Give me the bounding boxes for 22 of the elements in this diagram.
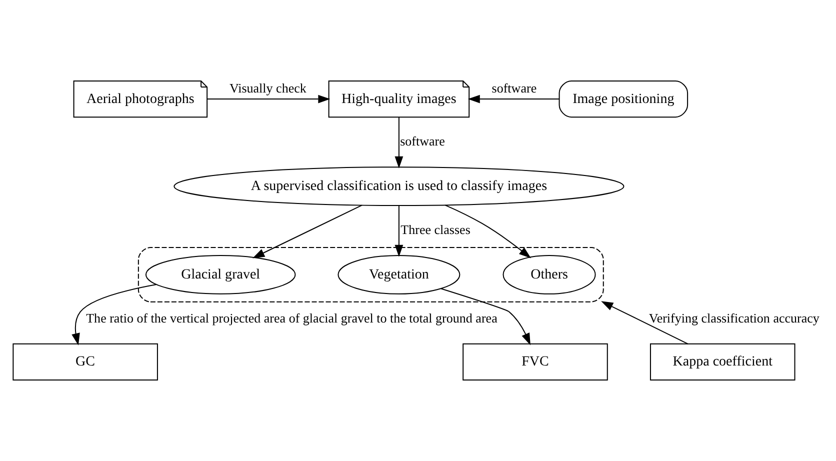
node-ellipse: Glacial gravel [145, 254, 296, 294]
arrow [394, 205, 404, 257]
edge-label: Three classes [400, 222, 470, 237]
arrow [252, 204, 362, 258]
node-ellipse: Others [502, 254, 596, 294]
node-box: GC [12, 343, 158, 380]
arrow [468, 94, 560, 104]
node-ellipse: A supervised classification is used to classify images [174, 166, 624, 206]
node-box: FVC [462, 343, 608, 380]
node-box: Image positioning [558, 80, 688, 118]
arrow [394, 116, 404, 168]
arrow [72, 284, 157, 346]
node-box: Kappa coefficient [650, 343, 796, 380]
node-ellipse: Vegetation [338, 254, 460, 294]
edge-label: software [492, 80, 537, 96]
edge-label: software [400, 134, 445, 149]
arrow [601, 301, 688, 344]
arrow [206, 94, 330, 104]
edge-label: Visually check [229, 80, 306, 96]
edge-label: The ratio of the vertical projected area of glacial gravel to the total ground area [86, 310, 498, 326]
edge-label: Verifying classification accuracy [648, 310, 820, 326]
arrow [444, 204, 532, 258]
